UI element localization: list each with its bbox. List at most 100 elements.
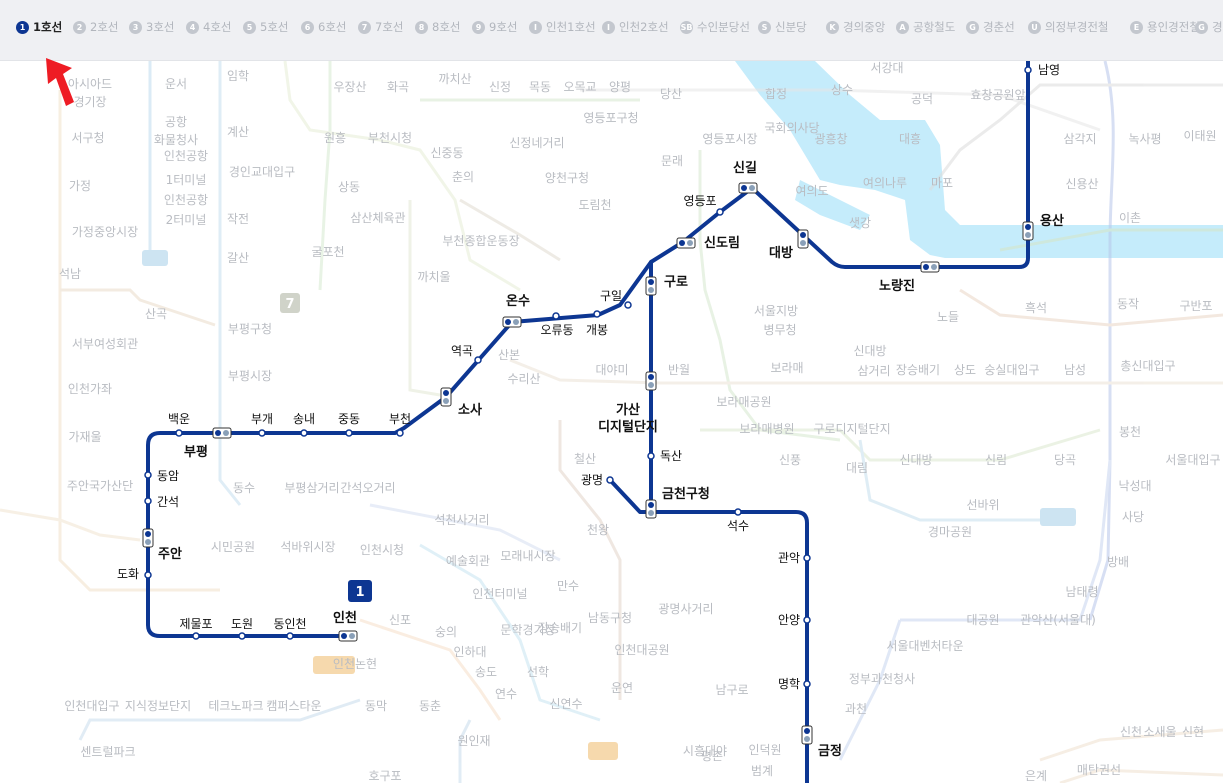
station-dot[interactable] <box>552 312 560 320</box>
station-dot[interactable] <box>175 429 183 437</box>
station-17[interactable]: 송내 <box>293 412 315 437</box>
station-dot[interactable] <box>1024 66 1032 74</box>
station-31[interactable]: 금천구청 <box>645 486 710 519</box>
station-dot[interactable] <box>593 310 601 318</box>
station-dot[interactable] <box>803 616 811 624</box>
station-24[interactable]: 도화 <box>117 567 152 581</box>
transfer-line-dot <box>648 510 654 516</box>
tab-label: 2호선 <box>90 20 119 34</box>
station-dot[interactable] <box>474 356 482 364</box>
station-25[interactable]: 제물포 <box>179 617 213 640</box>
station-dot[interactable] <box>300 429 308 437</box>
station-dot[interactable] <box>238 632 246 640</box>
station-name: 개봉 <box>586 323 608 337</box>
background-station-label: 계산 <box>227 125 249 139</box>
station-15[interactable]: 부천 <box>389 411 411 437</box>
station-22[interactable]: 간석 <box>144 495 179 509</box>
station-36[interactable]: 명학 <box>778 677 811 691</box>
station-dot[interactable] <box>803 554 811 562</box>
line-number-icon: A <box>896 20 909 34</box>
background-station-label: 샛강 <box>849 216 871 230</box>
station-28[interactable]: 인천 <box>333 610 358 642</box>
station-13[interactable]: 역곡 <box>451 344 482 364</box>
station-name: 백운 <box>168 412 190 426</box>
tab-line-19[interactable]: G경강 <box>1195 18 1223 36</box>
station-34[interactable]: 관악 <box>778 551 811 565</box>
station-16[interactable]: 중동 <box>338 412 360 437</box>
station-10[interactable]: 개봉 <box>586 310 608 337</box>
station-dot[interactable] <box>192 632 200 640</box>
station-name: 소사 <box>458 402 482 418</box>
station-27[interactable]: 동인천 <box>273 616 307 640</box>
station-dot[interactable] <box>606 476 614 484</box>
station-dot[interactable] <box>144 471 152 479</box>
background-station-label: 대림 <box>846 461 868 475</box>
station-23[interactable]: 주안 <box>142 528 182 562</box>
station-9[interactable]: 구일 <box>600 289 632 309</box>
transfer-line-dot <box>648 374 654 380</box>
station-19[interactable]: 부평 <box>184 427 232 460</box>
station-20[interactable]: 백운 <box>168 412 190 437</box>
station-35[interactable]: 안양 <box>778 613 811 627</box>
station-dot[interactable] <box>144 497 152 505</box>
subway-map-canvas[interactable]: 7 아시아드경기장서구청가정가정중앙시장석남서부여성회관인천가좌가재울주안국가산… <box>0 61 1223 783</box>
station-3[interactable]: 노량진 <box>879 261 940 294</box>
background-station-label: 까치울 <box>417 270 450 284</box>
station-4[interactable]: 대방 <box>769 229 809 261</box>
station-dot[interactable] <box>258 429 266 437</box>
background-station-label: 춘의 <box>452 170 474 184</box>
station-37[interactable]: 금정 <box>801 725 842 759</box>
station-30[interactable]: 독산 <box>647 449 682 463</box>
station-12[interactable]: 온수 <box>502 294 530 328</box>
station-7[interactable]: 신도림 <box>676 236 740 251</box>
background-station-label: 동춘 <box>419 699 441 713</box>
station-dot[interactable] <box>144 571 152 579</box>
station-name: 명학 <box>778 677 800 691</box>
station-dot[interactable] <box>647 452 655 460</box>
tab-label: 의정부경전철 <box>1045 20 1109 34</box>
station-dot[interactable] <box>396 429 404 437</box>
station-dot[interactable] <box>734 508 742 516</box>
station-26[interactable]: 도원 <box>231 617 253 640</box>
station-dot[interactable] <box>803 680 811 688</box>
station-2[interactable]: 용산 <box>1022 213 1064 241</box>
background-station-label: 원흥 <box>324 131 346 145</box>
station-5[interactable]: 신길 <box>733 161 758 194</box>
station-32[interactable]: 광명 <box>581 473 614 487</box>
station-14[interactable]: 소사 <box>440 387 482 418</box>
station-dot[interactable] <box>345 429 353 437</box>
station-21[interactable]: 동암 <box>144 469 179 483</box>
station-name: 동인천 <box>273 616 306 631</box>
station-11[interactable]: 오류동 <box>540 312 574 337</box>
station-18[interactable]: 부개 <box>251 412 273 437</box>
station-dot[interactable] <box>624 301 632 309</box>
station-dot[interactable] <box>716 208 724 216</box>
transfer-line-dot <box>443 390 449 396</box>
station-dot[interactable] <box>286 632 294 640</box>
station-8[interactable]: 구로 <box>645 275 688 296</box>
station-1[interactable]: 남영 <box>1024 63 1060 77</box>
station-6[interactable]: 영등포 <box>683 194 724 216</box>
station-33[interactable]: 석수 <box>727 508 749 533</box>
